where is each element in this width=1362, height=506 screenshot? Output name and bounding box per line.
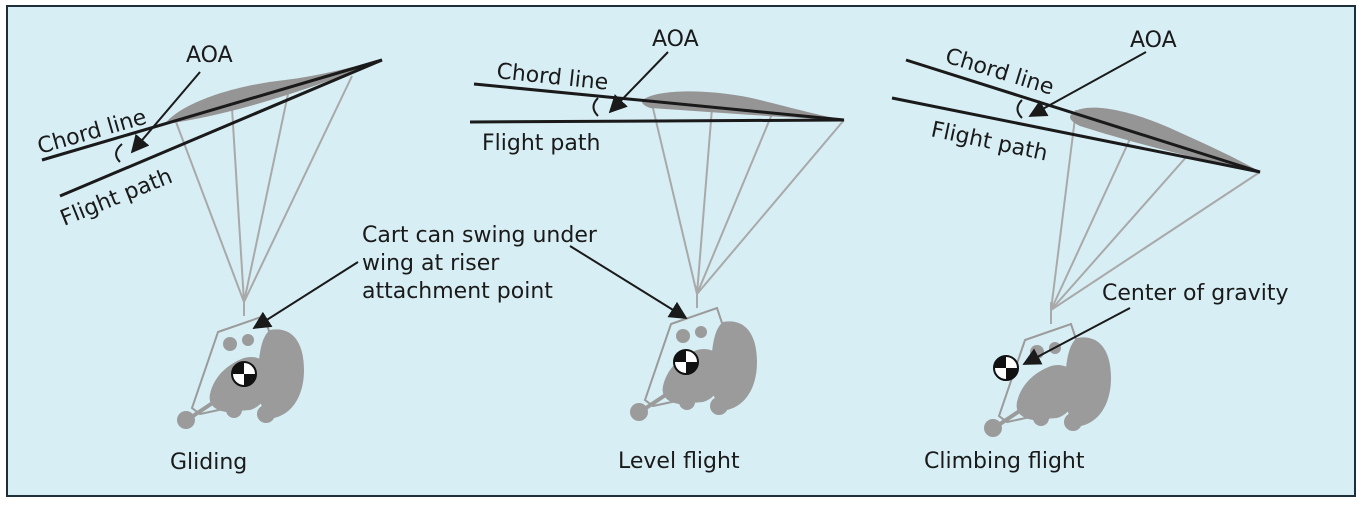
flight-path-line	[469, 118, 845, 124]
callout-cart-swing: Cart can swing under wing at riser attac…	[252, 223, 688, 329]
cg-arrow	[1022, 307, 1131, 365]
aoa-label: AOA	[1130, 28, 1177, 53]
aoa-pointer-arrow	[130, 71, 201, 154]
aoa-label: AOA	[652, 27, 699, 52]
chord-line	[905, 58, 1261, 174]
chord-line	[473, 82, 845, 122]
aoa-label: AOA	[186, 43, 233, 68]
callout-swing-line-3: attachment point	[362, 279, 553, 304]
cg-symbol-icon	[673, 349, 699, 375]
callout-center-of-gravity: Center of gravity	[1022, 281, 1289, 365]
swing-arrow-left	[252, 261, 359, 329]
cg-symbol-icon	[231, 361, 257, 387]
flight-path-line	[59, 58, 383, 198]
panel-level-flight: AOA Chord line Flight path Level flight	[469, 27, 845, 474]
flight-path-label: Flight path	[482, 131, 600, 156]
callout-swing-line-2: wing at riser	[362, 251, 500, 276]
suspension-lines	[1050, 109, 1261, 311]
panel-caption: Gliding	[170, 450, 247, 475]
panel-caption: Level flight	[618, 449, 740, 474]
wing-airfoil	[641, 91, 844, 120]
aoa-arc	[592, 97, 599, 117]
chord-line	[41, 58, 383, 162]
suspension-lines	[651, 103, 845, 295]
cg-symbol-icon	[993, 355, 1019, 381]
callout-swing-line-1: Cart can swing under	[362, 223, 598, 248]
aoa-arc	[1016, 99, 1023, 119]
suspension-lines	[175, 75, 353, 303]
swing-arrow-right	[569, 245, 688, 319]
flight-path-line	[891, 96, 1261, 174]
aoa-pointer-arrow	[1028, 51, 1147, 117]
diagram-background	[6, 5, 1356, 497]
panel-caption: Climbing flight	[924, 449, 1085, 474]
aoa-pointer-arrow	[608, 51, 669, 114]
cg-label: Center of gravity	[1102, 281, 1289, 306]
aoa-arc	[115, 143, 123, 163]
